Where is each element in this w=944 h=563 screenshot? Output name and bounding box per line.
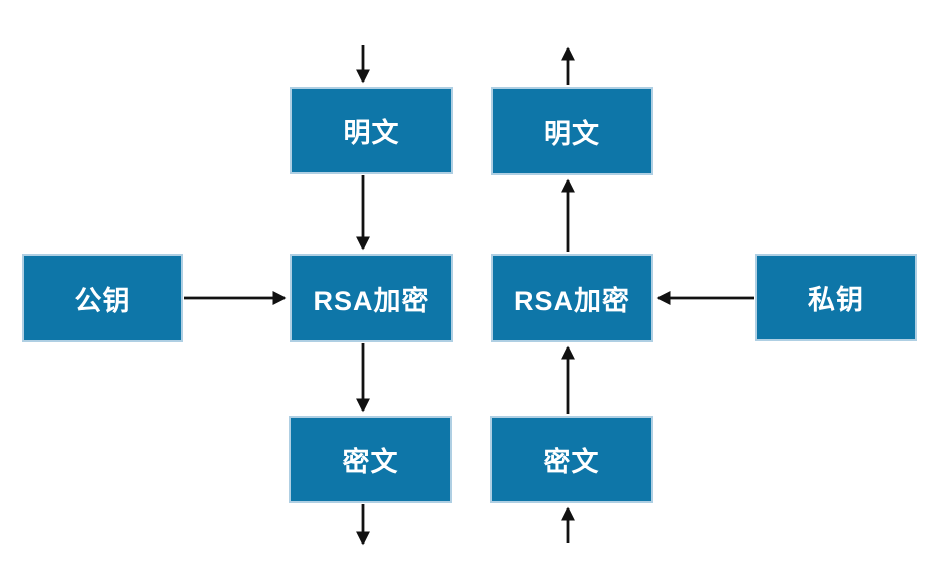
- node-encrypt-plaintext: 明文: [290, 87, 453, 174]
- node-public-key: 公钥: [22, 254, 183, 342]
- node-decrypt-plaintext-label: 明文: [544, 118, 600, 149]
- node-rsa-decrypt-label: RSA加密: [513, 285, 630, 316]
- node-decrypt-ciphertext-label: 密文: [543, 447, 600, 477]
- node-decrypt-plaintext: 明文: [491, 87, 653, 175]
- node-encrypt-plaintext-label: 明文: [343, 118, 400, 148]
- node-public-key-label: 公钥: [74, 285, 131, 316]
- node-private-key-label: 私钥: [808, 285, 864, 315]
- node-decrypt-ciphertext: 密文: [490, 416, 653, 503]
- node-encrypt-ciphertext: 密文: [289, 416, 452, 503]
- node-rsa-encrypt-label: RSA加密: [313, 285, 430, 316]
- node-private-key: 私钥: [755, 254, 917, 341]
- node-rsa-encrypt: RSA加密: [290, 254, 453, 342]
- node-rsa-decrypt: RSA加密: [491, 254, 653, 342]
- node-encrypt-ciphertext-label: 密文: [342, 447, 399, 477]
